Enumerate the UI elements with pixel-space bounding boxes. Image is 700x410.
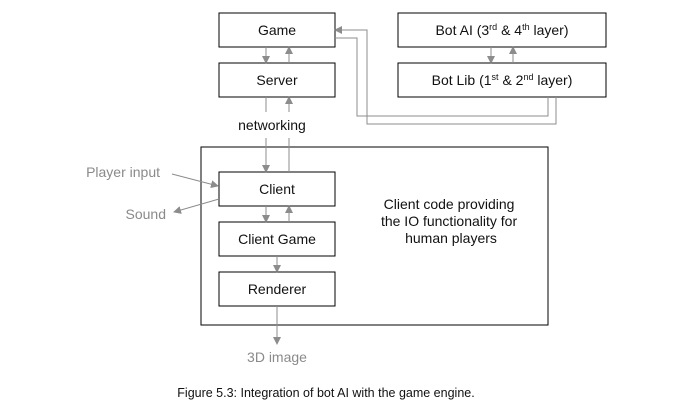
- player-input-label: Player input: [86, 164, 160, 180]
- bot-ai-label: Bot AI (3rd & 4th layer): [435, 22, 568, 38]
- bot-lib-box: [397, 62, 607, 98]
- client-description-line-1: Client code providing: [384, 196, 515, 212]
- sound-label: Sound: [126, 206, 166, 222]
- renderer-box: [218, 271, 336, 307]
- game-label: Game: [258, 22, 296, 38]
- bot-lib-label: Bot Lib (1st & 2nd layer): [432, 72, 573, 88]
- client-description-line-2: the IO functionality for: [381, 213, 518, 229]
- game-box: [218, 12, 336, 48]
- bot-ai-box: [397, 12, 607, 48]
- figure-caption: Figure 5.3: Integration of bot AI with t…: [177, 386, 474, 400]
- client-label: Client: [259, 181, 295, 197]
- arrow-botlib-to-game: [334, 26, 557, 125]
- server-box: [218, 62, 336, 98]
- arrow-game-to-botlib: [335, 37, 549, 117]
- renderer-label: Renderer: [248, 281, 307, 297]
- arrow-client-to-sound: [173, 198, 220, 214]
- client-game-label: Client Game: [238, 231, 316, 247]
- arrow-player-input-to-client: [171, 173, 219, 189]
- client-box: [218, 171, 336, 207]
- client-description: Client code providing the IO functionali…: [381, 196, 521, 246]
- 3d-image-label: 3D image: [247, 349, 307, 365]
- networking-label: networking: [238, 117, 306, 133]
- server-label: Server: [256, 72, 298, 88]
- client-description-line-3: human players: [405, 230, 497, 246]
